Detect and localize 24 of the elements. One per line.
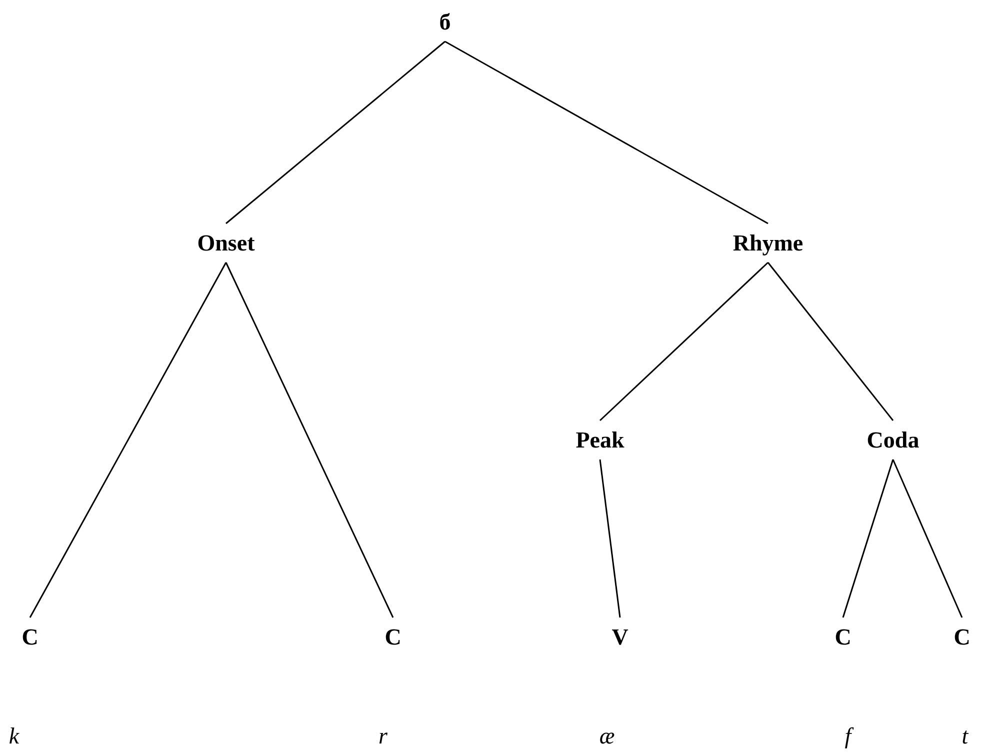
tree-node-label: V (612, 626, 628, 648)
tree-node-label: Coda (866, 428, 920, 452)
phoneme-label: æ (599, 724, 615, 748)
tree-node-label: Onset (197, 232, 255, 254)
tree-branch (226, 40, 446, 224)
tree-branch (842, 459, 894, 618)
tree-branch (225, 262, 394, 618)
tree-node-label: C (22, 626, 38, 648)
tree-node-label: C (384, 626, 402, 648)
phoneme-label: k (8, 724, 20, 748)
tree-branch (892, 459, 963, 618)
tree-node-label: б (439, 10, 451, 34)
tree-node-label: Peak (576, 428, 624, 452)
phoneme-label: r (378, 724, 388, 748)
tree-branch (444, 40, 768, 224)
tree-branch (767, 262, 894, 421)
tree-branch (29, 262, 227, 618)
tree-branch (599, 262, 769, 422)
phoneme-label: t (962, 724, 968, 748)
phoneme-label: f (844, 724, 852, 748)
tree-branch (599, 459, 621, 618)
tree-node-label: C (954, 626, 970, 648)
tree-node-label: C (834, 626, 852, 648)
tree-node-label: Rhyme (732, 232, 804, 254)
